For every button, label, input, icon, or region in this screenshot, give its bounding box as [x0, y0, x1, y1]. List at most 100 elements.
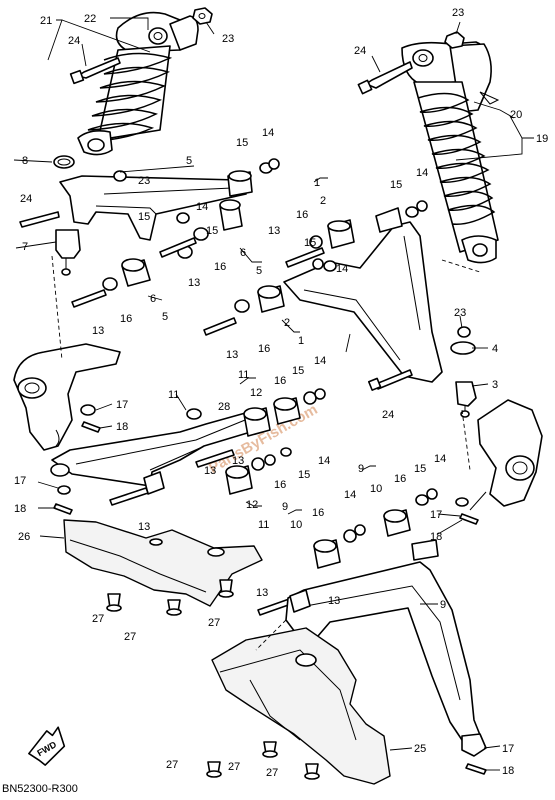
callout-23: 23 — [452, 7, 464, 19]
bolts-13-lower — [109, 449, 295, 616]
callout-27: 27 — [266, 767, 278, 779]
callout-24: 24 — [382, 409, 394, 421]
callout-28: 28 — [218, 401, 230, 413]
callout-21: 21 — [40, 15, 52, 27]
callout-6: 6 — [240, 247, 246, 259]
callout-27: 27 — [208, 617, 220, 629]
washers-lower-right — [343, 488, 469, 543]
callout-6: 6 — [150, 293, 156, 305]
callout-23: 23 — [454, 307, 466, 319]
callout-15: 15 — [298, 469, 310, 481]
callout-16: 16 — [274, 479, 286, 491]
callout-17: 17 — [430, 509, 442, 521]
callout-27: 27 — [124, 631, 136, 643]
callout-4: 4 — [492, 343, 498, 355]
bushing-6-lower-left — [121, 258, 151, 287]
ball-joint-3 — [450, 341, 477, 418]
callout-15: 15 — [206, 225, 218, 237]
callout-15: 15 — [292, 365, 304, 377]
callout-11: 11 — [258, 519, 269, 531]
callout-17: 17 — [14, 475, 26, 487]
callout-23: 23 — [138, 175, 150, 187]
callout-14: 14 — [196, 201, 208, 213]
callout-11: 11 — [168, 389, 179, 401]
callout-14: 14 — [336, 263, 348, 275]
callout-3: 3 — [492, 379, 498, 391]
shock-absorber-right — [401, 41, 500, 264]
circlip-8 — [53, 155, 75, 169]
bushing-upper-left-rear — [227, 170, 253, 197]
callout-16: 16 — [296, 209, 308, 221]
callout-18: 18 — [430, 531, 442, 543]
callout-13: 13 — [232, 455, 244, 467]
callout-11: 11 — [238, 369, 249, 381]
callout-9: 9 — [358, 463, 364, 475]
callout-15: 15 — [390, 179, 402, 191]
callout-16: 16 — [120, 313, 132, 325]
callout-5: 5 — [186, 155, 192, 167]
callout-9: 9 — [282, 501, 288, 513]
callout-15: 15 — [414, 463, 426, 475]
callout-26: 26 — [18, 531, 30, 543]
callout-14: 14 — [416, 167, 428, 179]
callout-24: 24 — [68, 35, 80, 47]
steering-knuckle-left — [13, 343, 121, 451]
callout-2: 2 — [284, 317, 290, 329]
callout-13: 13 — [226, 349, 238, 361]
callout-25: 25 — [414, 743, 426, 755]
washers-small — [102, 158, 280, 291]
callout-16: 16 — [214, 261, 226, 273]
callout-12: 12 — [246, 499, 258, 511]
callout-5: 5 — [162, 311, 168, 323]
callout-5: 5 — [256, 265, 262, 277]
callout-14: 14 — [314, 355, 326, 367]
callout-18: 18 — [14, 503, 26, 515]
callout-8: 8 — [22, 155, 28, 167]
callout-15: 15 — [138, 211, 150, 223]
callout-13: 13 — [188, 277, 200, 289]
callout-12: 12 — [250, 387, 262, 399]
callout-2: 2 — [320, 195, 326, 207]
callout-16: 16 — [394, 473, 406, 485]
callout-15: 15 — [236, 137, 248, 149]
bushing-upper-left-front — [219, 199, 243, 231]
callout-14: 14 — [262, 127, 274, 139]
callout-19: 19 — [536, 133, 548, 145]
callout-15: 15 — [304, 237, 316, 249]
callout-16: 16 — [312, 507, 324, 519]
callout-16: 16 — [258, 343, 270, 355]
callout-13: 13 — [92, 325, 104, 337]
callout-27: 27 — [166, 759, 178, 771]
cotter-pins-18 — [53, 421, 487, 775]
shock-absorber-left — [77, 11, 199, 156]
callout-24: 24 — [354, 45, 366, 57]
callout-20: 20 — [510, 109, 522, 121]
callout-labels: 21 22 24 23 8 5 23 15 14 24 15 14 15 7 6… — [14, 7, 548, 779]
callout-1: 1 — [314, 177, 320, 189]
callout-23: 23 — [222, 33, 234, 45]
callout-14: 14 — [318, 455, 330, 467]
washers-lower-left — [57, 388, 326, 495]
callout-18: 18 — [116, 421, 128, 433]
callout-17: 17 — [116, 399, 128, 411]
callout-24: 24 — [20, 193, 32, 205]
upper-arm-right — [257, 207, 443, 383]
callout-10: 10 — [370, 483, 382, 495]
callout-13: 13 — [138, 521, 150, 533]
callout-9: 9 — [440, 599, 446, 611]
callout-13: 13 — [256, 587, 268, 599]
callout-22: 22 — [84, 13, 96, 25]
washers-right — [234, 200, 471, 338]
callout-13: 13 — [204, 465, 216, 477]
callout-14: 14 — [344, 489, 356, 501]
forward-arrow-icon: FWD — [28, 726, 66, 766]
callout-27: 27 — [228, 761, 240, 773]
leader-lines — [13, 17, 534, 771]
bolt-24-upper-left — [69, 57, 121, 85]
callout-17: 17 — [502, 743, 514, 755]
bolts-27 — [106, 579, 320, 780]
bolt-24-right-lower — [367, 369, 413, 391]
bolt-24-upper-right — [357, 61, 413, 95]
lower-arm-right — [285, 509, 487, 757]
